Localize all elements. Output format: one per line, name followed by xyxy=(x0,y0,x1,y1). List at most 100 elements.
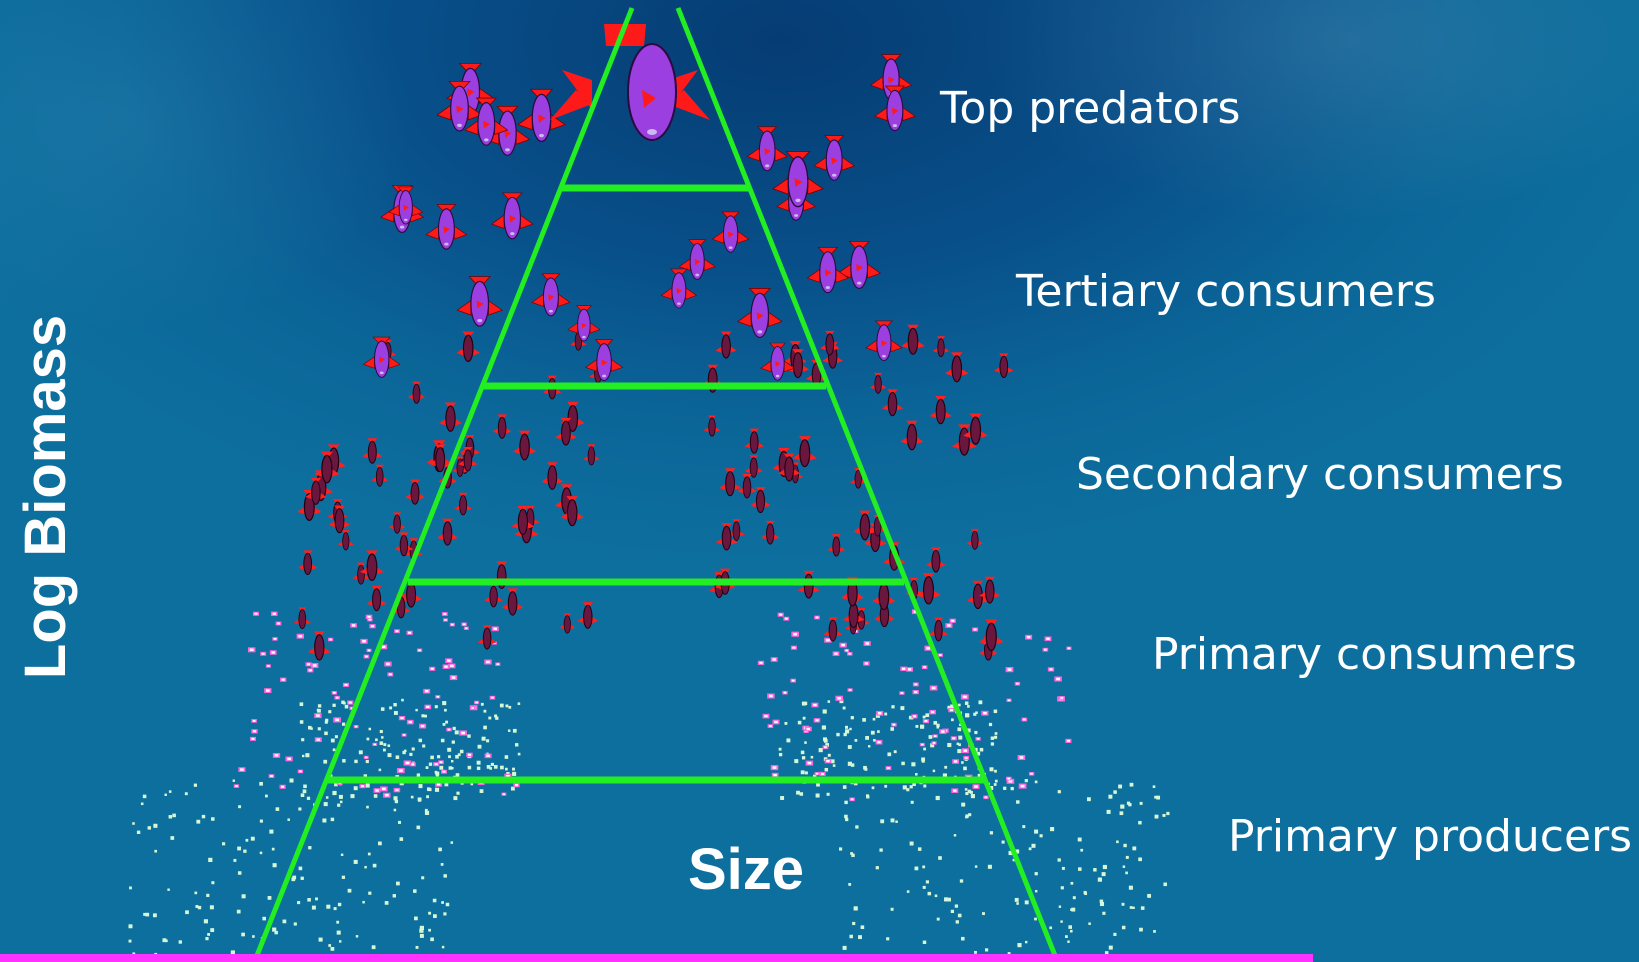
fish-icon xyxy=(678,239,716,280)
zooplankton-icon xyxy=(762,713,770,719)
fish-icon xyxy=(703,415,721,437)
phytoplankton-icon xyxy=(375,738,378,742)
zooplankton-icon xyxy=(900,666,907,672)
phytoplankton-icon xyxy=(956,742,960,746)
zooplankton-icon xyxy=(314,737,322,743)
phytoplankton-icon xyxy=(142,794,147,799)
zooplankton-icon xyxy=(461,622,467,627)
phytoplankton-icon xyxy=(832,764,836,767)
phytoplankton-icon xyxy=(827,700,831,703)
phytoplankton-icon xyxy=(343,701,346,705)
zooplankton-icon xyxy=(912,690,919,695)
phytoplankton-icon xyxy=(476,760,481,765)
phytoplankton-icon xyxy=(961,761,964,764)
phytoplankton-icon xyxy=(264,794,268,798)
phytoplankton-icon xyxy=(414,916,418,921)
phytoplankton-icon xyxy=(332,790,337,796)
phytoplankton-icon xyxy=(804,741,807,744)
phytoplankton-icon xyxy=(1003,786,1007,790)
phytoplankton-icon xyxy=(938,856,942,860)
zooplankton-icon xyxy=(863,661,870,666)
small-fish-icon-cluster xyxy=(293,324,1014,661)
phytoplankton-icon xyxy=(836,732,840,737)
fish-icon xyxy=(772,150,824,208)
fish-icon xyxy=(293,606,312,630)
zooplankton-icon xyxy=(251,729,258,734)
phytoplankton-icon xyxy=(964,701,969,705)
fish-icon xyxy=(438,401,463,432)
phytoplankton-icon xyxy=(299,702,304,707)
phytoplankton-icon xyxy=(132,822,135,825)
phytoplankton-icon xyxy=(305,753,310,758)
phytoplankton-icon xyxy=(906,890,910,893)
zooplankton-icon xyxy=(441,769,447,774)
phytoplankton-icon xyxy=(964,788,968,791)
zooplankton-icon xyxy=(1047,667,1055,672)
phytoplankton-icon xyxy=(448,755,451,759)
phytoplankton-icon xyxy=(1108,945,1113,950)
zooplankton-icon xyxy=(268,774,275,779)
phytoplankton-icon xyxy=(786,738,791,743)
zooplankton-icon xyxy=(334,695,340,700)
fish-icon xyxy=(978,618,1005,652)
phytoplankton-icon xyxy=(337,803,341,807)
phytoplankton-icon xyxy=(424,714,427,718)
phytoplankton-icon xyxy=(196,819,201,824)
phytoplankton-icon xyxy=(500,765,504,770)
phytoplankton-icon xyxy=(914,866,919,871)
phytoplankton-icon xyxy=(1034,872,1038,876)
phytoplankton-icon xyxy=(851,853,855,858)
phytoplankton-icon xyxy=(426,795,430,799)
phytoplankton-icon xyxy=(901,761,905,766)
phytoplankton-icon xyxy=(780,796,785,800)
phytoplankton-icon xyxy=(452,726,456,730)
zooplankton-icon xyxy=(238,767,246,772)
phytoplankton-icon xyxy=(961,802,966,807)
phytoplankton-icon xyxy=(1162,813,1166,817)
phytoplankton-icon xyxy=(448,766,453,770)
phytoplankton-icon xyxy=(451,740,455,744)
phytoplankton-icon xyxy=(915,724,919,728)
phytoplankton-icon xyxy=(979,747,984,752)
zooplankton-icon xyxy=(383,792,391,798)
phytoplankton-icon xyxy=(993,709,998,714)
phytoplankton-icon xyxy=(336,930,341,935)
zooplankton-icon xyxy=(876,710,884,716)
phytoplankton-icon xyxy=(887,752,892,757)
phytoplankton-icon xyxy=(392,894,397,898)
zooplankton-icon xyxy=(445,658,453,664)
phytoplankton-icon xyxy=(387,753,392,758)
phytoplankton-icon xyxy=(1128,803,1132,807)
zooplankton-icon xyxy=(501,792,507,796)
phytoplankton-icon xyxy=(875,866,879,870)
phytoplankton-icon xyxy=(1070,881,1074,885)
phytoplankton-icon xyxy=(799,792,804,796)
phytoplankton-icon xyxy=(366,737,370,741)
phytoplankton-icon xyxy=(880,819,885,824)
zooplankton-icon xyxy=(446,727,452,732)
phytoplankton-icon xyxy=(1024,900,1029,905)
phytoplankton-icon xyxy=(822,709,827,714)
pyramid-right-edge xyxy=(675,7,1059,959)
phytoplankton-icon xyxy=(211,881,215,885)
phytoplankton-icon xyxy=(886,937,890,941)
phytoplankton-icon xyxy=(419,933,424,938)
phytoplankton-icon xyxy=(373,794,378,798)
phytoplankton-icon xyxy=(990,736,995,740)
phytoplankton-icon xyxy=(237,871,242,875)
phytoplankton-icon xyxy=(821,725,826,730)
phytoplankton-icon xyxy=(211,817,215,821)
zooplankton-icon xyxy=(449,622,455,627)
phytoplankton-icon xyxy=(1097,877,1102,882)
phytoplankton-icon xyxy=(443,912,447,916)
phytoplankton-icon xyxy=(450,841,454,844)
phytoplankton-icon xyxy=(170,836,175,840)
phytoplankton-icon xyxy=(508,705,512,709)
phytoplankton-icon xyxy=(325,796,329,799)
zooplankton-icon xyxy=(474,700,480,705)
phytoplankton-icon xyxy=(486,765,491,769)
zooplankton-icon xyxy=(314,713,322,719)
phytoplankton-icon xyxy=(1010,786,1014,791)
fish-icon xyxy=(869,372,887,394)
phytoplankton-icon xyxy=(358,750,363,755)
